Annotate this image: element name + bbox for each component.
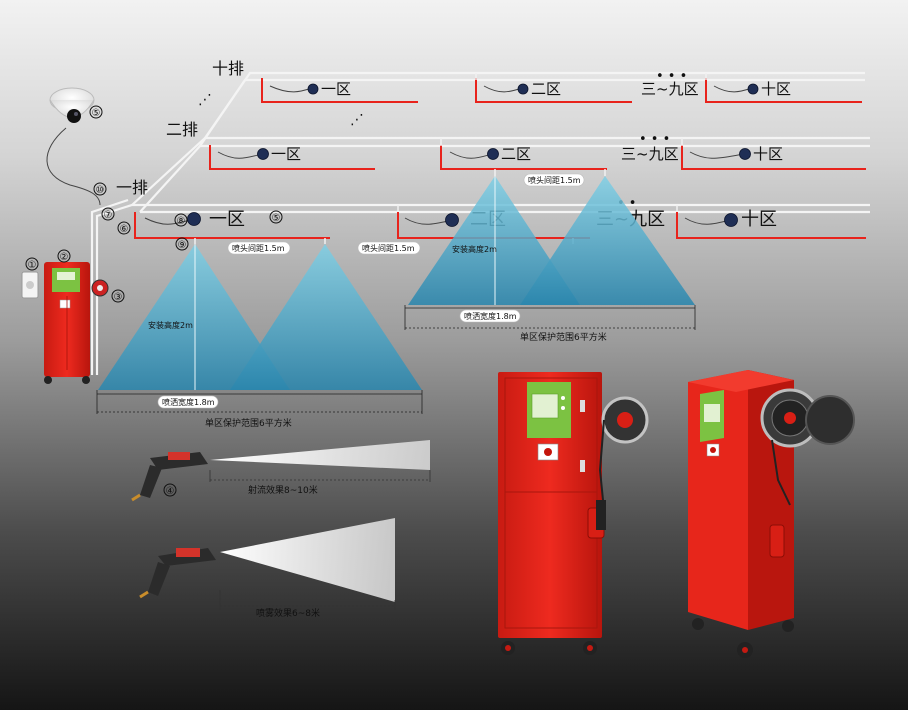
cabinet-front-view (498, 372, 649, 655)
callout-6: ⑥ (120, 224, 129, 235)
nozzle-spacing-label-b: 喷头间距1.5m (362, 243, 415, 253)
row-10-label: 十排 (212, 59, 244, 78)
callout-8: ⑧ (177, 216, 186, 227)
detectors (187, 83, 759, 227)
row-1-label: 一排 (116, 178, 148, 197)
callout-3: ③ (114, 292, 123, 303)
svg-text:• • •: • • • (639, 132, 670, 147)
zone-label-r2-1: 一区 (271, 145, 301, 163)
spray-cones-zone1: 喷头间距1.5m 喷头间距1.5m 安装高度2m 喷洒宽度1.8m 单区保护范围… (96, 241, 423, 429)
callout-9: ⑨ (178, 240, 187, 251)
area-label-b: 单区保护范围6平方米 (520, 331, 607, 343)
callout-5-pipe: ⑤ (272, 213, 281, 224)
row-2-label: 二排 (166, 120, 198, 139)
callout-5-camera: ⑤ (92, 108, 101, 119)
spray-width-label-a: 喷洒宽度1.8m (162, 397, 215, 407)
zone-label-r2-3-9: 三~九区 (621, 145, 679, 163)
zone-label-r10-10: 十区 (761, 80, 791, 98)
callout-2: ② (60, 252, 69, 263)
svg-text:⋰: ⋰ (198, 92, 212, 108)
zone-label-r1-1: 一区 (209, 209, 245, 230)
cabinet-angled-view (688, 370, 855, 658)
callout-10: ⑩ (96, 185, 105, 196)
zone-label-r1-10: 十区 (741, 209, 777, 230)
nozzle-spacing-label-a: 喷头间距1.5m (232, 243, 285, 253)
pipe-network (90, 71, 870, 375)
callout-1: ① (28, 260, 37, 271)
mist-effect-label: 喷雾效果6~8米 (256, 607, 320, 619)
camera-icon (46, 87, 101, 206)
zone-label-r2-10: 十区 (753, 145, 783, 163)
spray-width-label-b: 喷洒宽度1.8m (464, 311, 517, 321)
small-cabinet (21, 262, 109, 384)
install-height-label-b: 安装高度2m (452, 244, 497, 254)
mist-gun: 喷雾效果6~8米 (139, 518, 396, 619)
svg-text:⋰: ⋰ (350, 112, 364, 128)
callout-4: ④ (166, 486, 175, 497)
callout-7: ⑦ (104, 210, 113, 221)
nozzle-spacing-label-c: 喷头间距1.5m (528, 175, 581, 185)
row-labels: 十排 二排 一排 ⋰ ⋰ • • • • • • • • (116, 59, 687, 211)
jet-effect-label: 射流效果8~10米 (248, 484, 318, 496)
zone-label-r10-1: 一区 (321, 80, 351, 98)
zone-label-r2-2: 二区 (501, 145, 531, 163)
svg-text:• • •: • • • (656, 69, 687, 84)
callouts: ① ② ③ ④ ⑤ ⑤ ⑥ ⑦ ⑧ ⑨ ⑩ (25, 105, 283, 497)
spray-cones-zone2: 喷头间距1.5m 安装高度2m 喷洒宽度1.8m 单区保护范围6平方米 (404, 173, 696, 343)
area-label-a: 单区保护范围6平方米 (205, 417, 292, 429)
jet-gun: 射流效果8~10米 (131, 440, 431, 502)
zone-label-r10-2: 二区 (531, 80, 561, 98)
zone-label-r10-3-9: 三~九区 (641, 80, 699, 98)
install-height-label-a: 安装高度2m (148, 320, 193, 330)
